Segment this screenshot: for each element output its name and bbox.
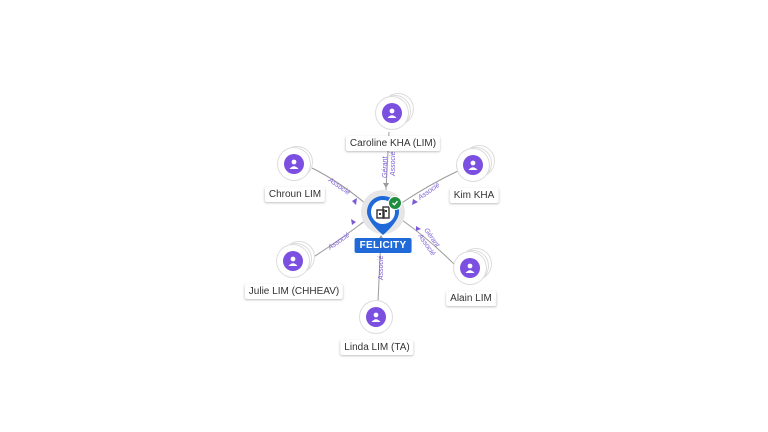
edge-kim [399,169,461,205]
person-name[interactable]: Chroun LIM [264,187,326,202]
arrow-kim [412,199,418,205]
person-name[interactable]: Kim KHA [449,188,499,203]
building-icon [376,206,390,219]
edge-label-caroline-2: Associé [390,151,397,177]
edge-label-kim: Associé [416,182,441,202]
edge-label-linda: Associé [378,255,385,281]
check-icon [388,196,402,210]
person-icon [289,159,299,169]
avatar [360,301,392,333]
edge-chroun [311,167,367,205]
person-name[interactable]: Julie LIM (CHHEAV) [244,284,344,299]
person-name[interactable]: Caroline KHA (LIM) [345,136,441,151]
edge-julie [311,219,367,259]
person-icon [387,108,397,118]
person-icon [288,256,298,266]
arrow-alain [416,226,421,231]
edge-alain [401,219,457,267]
edge-label-julie: Associé [326,232,351,252]
edge-label-chroun: Associé [326,176,351,196]
company-name[interactable]: FELICITY [354,238,412,253]
avatar [277,245,309,277]
person-icon [465,263,475,273]
avatar [457,149,489,181]
person-name[interactable]: Linda LIM (TA) [340,340,414,355]
avatar [454,252,486,284]
arrow-julie [351,219,356,225]
arrow-chroun [352,198,357,205]
edge-label-caroline-1: Gérant [382,156,389,178]
person-icon [371,312,381,322]
avatar [278,148,310,180]
avatar [376,97,408,129]
arrow-caroline [383,183,389,188]
person-name[interactable]: Alain LIM [446,291,496,306]
person-icon [468,160,478,170]
